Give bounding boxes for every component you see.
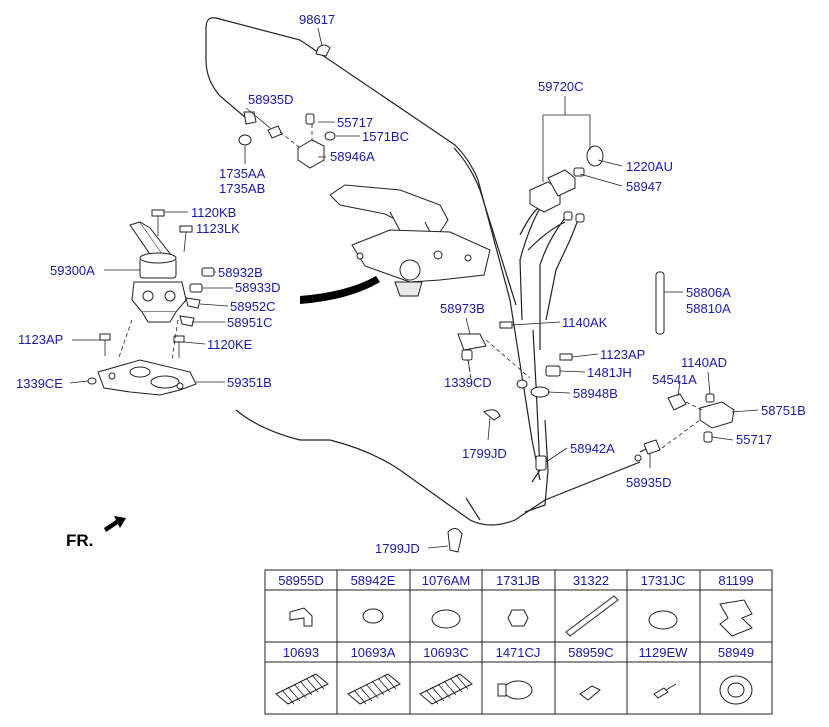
parts-table: 58955D 58942E 1076AM 1731JB 31322 1731JC… [264,569,773,715]
label-55717-top: 55717 [337,115,373,130]
label-1220AU: 1220AU [626,159,673,174]
label-58942A: 58942A [570,441,615,456]
label-58951C: 58951C [227,315,273,330]
label-58948B: 58948B [573,386,618,401]
leader-lines [69,27,759,549]
label-1140AD: 1140AD [681,355,727,370]
label-1799JD-bottom: 1799JD [375,541,420,556]
switch-assembly-59720C [529,145,604,223]
label-58935D-right: 58935D [626,475,672,490]
elbow-fitting-icon [289,607,313,627]
table-cell-label: 10693C [423,645,469,660]
table-cell-label: 58955D [278,573,324,588]
table-cell-label: 1076AM [422,573,470,588]
label-59720C: 59720C [538,79,584,94]
label-55717-right: 55717 [736,432,772,447]
table-cell-label: 10693 [283,645,319,660]
clip-block-icon [719,599,753,637]
plug-cap-icon [431,609,461,629]
hose-clamp-icon [497,680,533,700]
corrugated-tube-icon [419,673,473,705]
label-1120KE: 1120KE [207,337,253,352]
table-cell-label: 10693A [351,645,396,660]
table-cell-label: 1129EW [639,645,689,660]
label-58946A: 58946A [330,149,375,164]
table-cell-label: 58959C [568,645,614,660]
label-1140AK: 1140AK [562,315,608,330]
label-58932B: 58932B [218,265,263,280]
pointer-arrow [300,276,380,304]
label-1123LK: 1123LK [196,221,240,236]
label-1339CD: 1339CD [444,375,492,390]
plug-cap-icon [648,610,678,630]
label-58973B: 58973B [440,301,485,316]
label-1120KB: 1120KB [191,205,236,220]
plug-cap-icon [362,608,384,624]
table-cell-label: 1471CJ [496,645,541,660]
table-cell-label: 1731JB [496,573,540,588]
mounting-bracket-59351B [97,359,197,396]
table-cell-label: 58949 [718,645,754,660]
front-arrow-icon [104,516,126,532]
label-1123AP-left: 1123AP [18,332,63,347]
label-1735AB: 1735AB [219,181,265,196]
grommet-icon [719,675,753,705]
nut-icon [507,609,529,627]
brake-pipes [205,17,653,526]
label-1571BC: 1571BC [362,129,409,144]
label-58947: 58947 [626,179,662,194]
part-labels: 98617 58935D 55717 1571BC 58946A 1735AA … [16,12,806,556]
parking-brake-pedal-assembly [329,184,491,297]
table-cell-label: 58942E [351,573,396,588]
label-54541A: 54541A [652,372,697,387]
label-98617: 98617 [299,12,335,27]
label-58935D-top: 58935D [248,92,294,107]
label-58806A: 58806A [686,285,731,300]
valve-assembly-59300A [129,221,187,323]
top-left-fittings [238,44,336,169]
label-1799JD-mid: 1799JD [462,446,507,461]
label-1481JH: 1481JH [587,365,632,380]
label-1123AP-mid: 1123AP [600,347,645,362]
fitting-icon [579,685,601,701]
label-59351B: 59351B [227,375,272,390]
label-58952C: 58952C [230,299,276,314]
label-58933D: 58933D [235,280,281,295]
middle-parts [447,321,573,553]
right-side-parts [634,271,735,462]
corrugated-tube-icon [347,673,401,705]
tube-icon [565,595,619,637]
label-1339CE: 1339CE [16,376,63,391]
label-58751B: 58751B [761,403,806,418]
table-cell-label: 1731JC [641,573,686,588]
label-1735AA: 1735AA [219,166,266,181]
front-direction-marker: FR. [66,516,126,550]
table-cell-label: 81199 [718,573,753,588]
label-58810A: 58810A [686,301,731,316]
label-59300A: 59300A [50,263,95,278]
table-cell-label: 31322 [573,573,609,588]
bolt-icon [653,683,677,699]
front-label: FR. [66,531,93,550]
corrugated-tube-icon [275,673,329,705]
